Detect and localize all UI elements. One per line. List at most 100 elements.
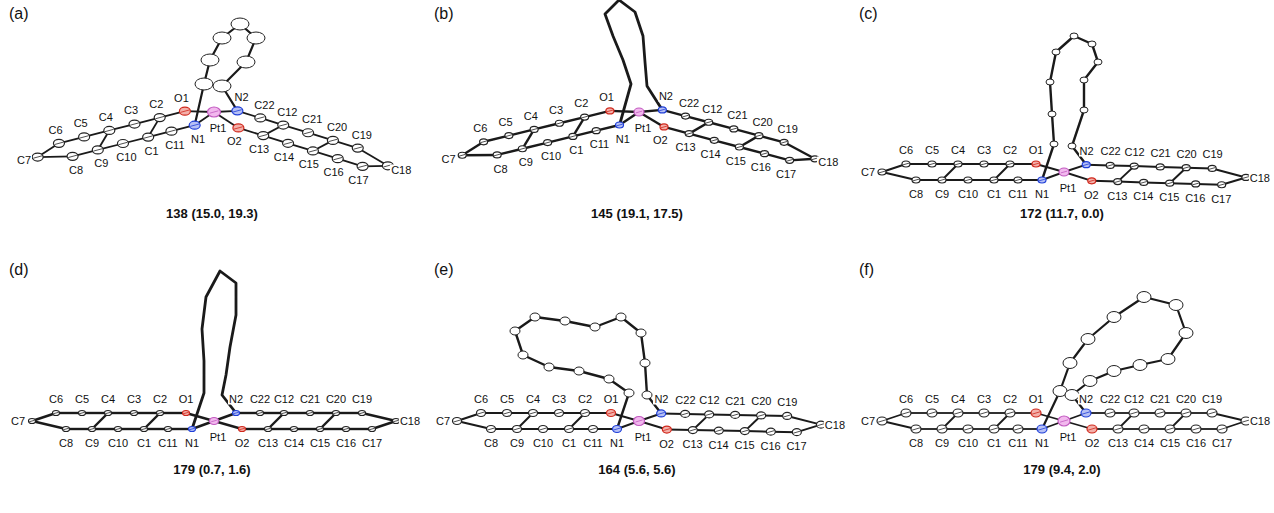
atom-ellipsoid: [1182, 165, 1190, 171]
atom-label: C1: [561, 438, 577, 449]
atom-ellipsoid: [166, 127, 177, 135]
ellipsoid-axis: [93, 149, 102, 151]
atom-ellipsoid: [1059, 168, 1069, 176]
ellipsoid-axis: [353, 147, 362, 149]
atom-ellipsoid: [616, 122, 624, 128]
atom-ellipsoid: [303, 129, 314, 137]
ellipsoid-axis: [157, 412, 163, 414]
atom-label: C8: [492, 163, 508, 174]
atom-label: N1: [184, 438, 200, 449]
atom-label: C9: [93, 158, 109, 169]
atom-label: C14: [273, 151, 295, 162]
atom-label: O1: [598, 92, 615, 103]
ellipsoid-axis: [1014, 428, 1022, 430]
ellipsoid-axis: [115, 428, 121, 430]
ellipsoid-axis: [756, 135, 762, 137]
ellipsoid-axis: [659, 109, 665, 111]
atom-label: N2: [228, 394, 244, 405]
chain-atom-ellipsoid: [616, 313, 626, 321]
atom-ellipsoid: [505, 133, 513, 139]
atom-label: C11: [1007, 189, 1028, 200]
ellipsoid-axis: [1015, 179, 1021, 181]
atom-label: C6: [472, 123, 488, 134]
atom-label: C14: [700, 148, 722, 159]
atom-label: C11: [164, 139, 185, 150]
ellipsoid-axis: [954, 412, 962, 414]
ellipsoid-axis: [189, 428, 195, 430]
atom-label: C7: [435, 416, 451, 427]
panel-letter: (a): [8, 6, 30, 22]
atom-ellipsoid: [79, 411, 86, 416]
atom-label: O2: [658, 438, 675, 449]
atom-ellipsoid: [682, 113, 690, 119]
atom-ellipsoid: [937, 425, 947, 433]
atom-ellipsoid: [1140, 179, 1148, 185]
ellipsoid-axis: [732, 414, 739, 416]
atom-label: C17: [347, 174, 369, 185]
ellipsoid-axis: [369, 428, 375, 430]
ellipsoid-axis: [555, 412, 562, 414]
atom-ellipsoid: [53, 139, 64, 147]
atom-label: C22: [678, 97, 700, 108]
atom-ellipsoid: [278, 121, 289, 129]
ellipsoid-axis: [304, 132, 313, 134]
atom-label: C3: [976, 394, 992, 405]
atom-label: C13: [674, 142, 696, 153]
atom-label: C2: [1002, 394, 1018, 405]
ellipsoid-axis: [758, 414, 765, 416]
atom-label: C5: [74, 394, 90, 405]
atom-label: C1: [136, 438, 152, 449]
ellipsoid-axis: [131, 412, 137, 414]
chain-atom-ellipsoid: [636, 329, 646, 337]
atom-ellipsoid: [307, 411, 314, 416]
atom-label: C15: [1159, 438, 1181, 449]
atom-ellipsoid: [990, 177, 998, 183]
ellipsoid-axis: [938, 428, 946, 430]
atom-label: C18: [824, 419, 846, 430]
chain-atom-ellipsoid: [1133, 360, 1147, 371]
atom-ellipsoid: [963, 425, 973, 433]
ellipsoid-axis: [736, 146, 742, 148]
atom-label: C17: [785, 441, 807, 452]
atom-label: C4: [525, 394, 541, 405]
atom-label: C5: [499, 394, 515, 405]
molecule-drawing: [878, 33, 1250, 188]
atom-label: C21: [1150, 147, 1172, 158]
structure-caption: 179 (0.7, 1.6): [172, 463, 251, 476]
ellipsoid-axis: [459, 154, 465, 156]
atom-label: C20: [1175, 394, 1197, 405]
atom-label: C4: [950, 394, 966, 405]
atom-label: C10: [115, 152, 137, 163]
atom-label: C15: [725, 155, 747, 166]
atom-ellipsoid: [589, 426, 598, 433]
panel-letter: (f): [858, 262, 875, 278]
atom-ellipsoid: [1130, 163, 1138, 169]
ellipsoid-axis: [741, 430, 748, 432]
atom-label: C9: [84, 438, 100, 449]
atom-label: C1: [568, 145, 584, 156]
atom-ellipsoid: [1106, 162, 1114, 168]
atom-ellipsoid: [89, 427, 96, 432]
atom-ellipsoid: [581, 410, 590, 417]
molecule-drawing: [29, 271, 400, 432]
chain-atom-ellipsoid: [642, 391, 652, 399]
ellipsoid-axis: [593, 130, 599, 132]
atom-label: C12: [1124, 147, 1146, 158]
panel-letter: (d): [8, 262, 30, 278]
atom-ellipsoid: [755, 133, 763, 139]
atom-label: C8: [58, 438, 74, 449]
atom-ellipsoid: [105, 411, 112, 416]
atom-label: C7: [10, 416, 26, 427]
atom-label: O2: [652, 135, 669, 146]
atom-ellipsoid: [662, 426, 671, 433]
atom-label: C3: [976, 145, 992, 156]
atom-label: C6: [48, 394, 64, 405]
ellipsoid-axis: [29, 420, 35, 422]
atom-label: Pt1: [1059, 183, 1078, 194]
atom-label: C4: [98, 111, 114, 122]
atom-label: C6: [898, 394, 914, 405]
atom-label: C17: [775, 168, 797, 179]
atom-ellipsoid: [927, 409, 937, 417]
ellipsoid-axis: [711, 139, 717, 141]
